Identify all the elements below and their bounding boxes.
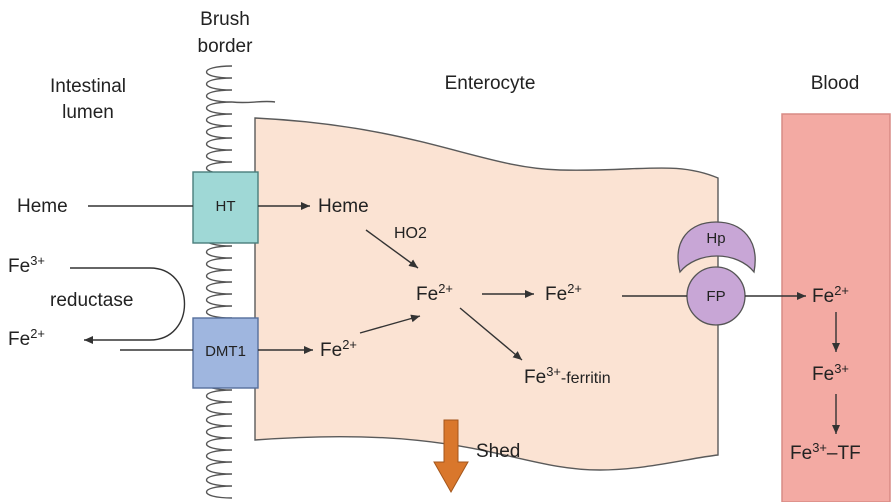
blood-fe3-label: Fe3+ [812,360,849,385]
header-brush-line1: Brush [200,9,250,30]
lumen-fe2-label: Fe2+ [8,325,45,350]
dmt1-to-pool-arrow [359,314,421,334]
ferroportin-label: FP [706,288,726,305]
cell-heme-label: Heme [318,196,369,217]
pool-to-ferritin-arrow [459,307,523,361]
dmt1-transporter-box [192,317,259,389]
ht-label: HT [215,198,236,215]
blood-fe2-label: Fe2+ [812,282,849,307]
shed-arrow [433,419,469,494]
hephaestin-label: Hp [706,230,726,247]
brush-border-microvilli [206,65,233,499]
header-blood: Blood [810,73,860,94]
header-brush-line2: border [197,36,253,57]
header-enterocyte: Enterocyte [444,73,536,94]
hephaestin-crescent [677,221,756,274]
ht-transporter-box [192,171,259,244]
ho2-arrow [365,229,419,269]
cell-fe2-center-label: Fe2+ [416,280,453,305]
reductase-label: reductase [50,290,134,311]
dmt1-label: DMT1 [205,343,246,360]
reductase-loop [70,267,185,344]
header-lumen-line1: Intestinal [49,76,127,97]
ferritin-label: Fe3+-ferritin [524,363,611,388]
blood-fe3-tf-label: Fe3+–TF [790,439,861,464]
lumen-heme-label: Heme [17,196,68,217]
brush-border-top-fold [231,100,276,104]
cell-fe2-dmt1-label: Fe2+ [320,336,357,361]
cell-fe2-right-label: Fe2+ [545,280,582,305]
ho2-label: HO2 [394,225,427,242]
header-lumen-line2: lumen [62,102,114,123]
shed-label: Shed [476,441,521,462]
lumen-fe3-label: Fe3+ [8,252,45,277]
blood-vessel [781,113,891,502]
